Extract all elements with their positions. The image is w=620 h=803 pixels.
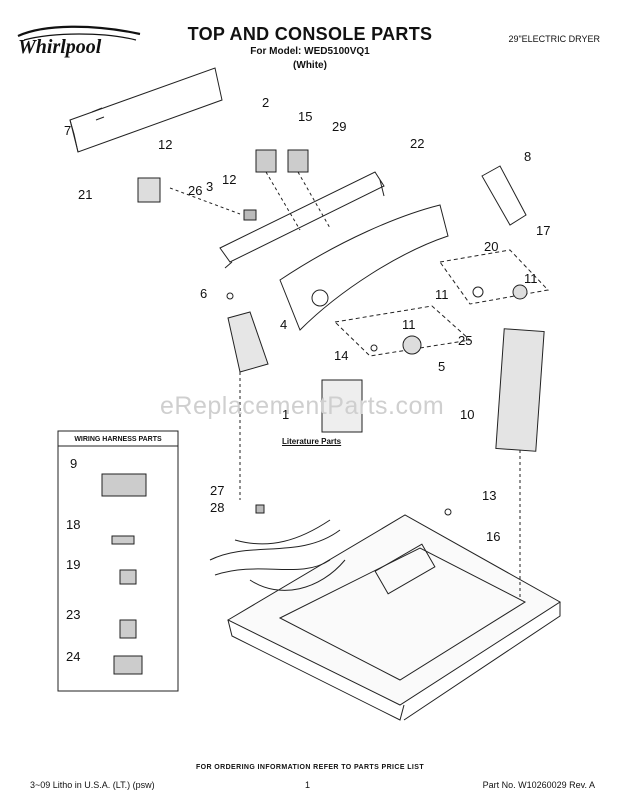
screw-part <box>91 107 105 121</box>
callout-17: 17 <box>536 223 551 238</box>
callout-10: 10 <box>460 407 475 422</box>
callout-18: 18 <box>66 517 81 532</box>
model-color: (White) <box>293 60 327 71</box>
page-title: TOP AND CONSOLE PARTS <box>187 24 433 44</box>
callout-23: 23 <box>66 607 81 622</box>
control-knob-part <box>255 149 277 173</box>
clip-part <box>243 209 257 221</box>
left-end-cap-part <box>227 311 269 373</box>
part-number: Part No. W10260029 Rev. A <box>482 780 595 790</box>
end-cap-part <box>481 165 527 226</box>
callout-24: 24 <box>66 649 81 664</box>
harness-connector-part <box>101 473 147 497</box>
callout-9: 9 <box>70 456 78 471</box>
wire-harness-part <box>209 519 346 591</box>
callout-21: 21 <box>78 187 93 202</box>
wiring-harness-box <box>57 430 179 692</box>
callout-22: 22 <box>410 136 425 151</box>
callout-12: 12 <box>158 137 173 152</box>
callout-26: 26 <box>188 183 203 198</box>
callout-1: 1 <box>282 407 290 422</box>
callout-3: 3 <box>206 179 214 194</box>
callout-4: 4 <box>280 317 288 332</box>
callout-11b: 11 <box>435 287 449 302</box>
connector-part <box>113 655 143 675</box>
watermark-text: eReplacementParts.com <box>160 392 445 420</box>
switch-part <box>137 177 161 203</box>
callout-27: 27 <box>210 483 225 498</box>
whirlpool-swirl-icon <box>17 25 141 41</box>
callout-29: 29 <box>332 119 347 134</box>
brand-name: Whirlpool <box>18 36 102 58</box>
callout-2: 2 <box>262 95 270 110</box>
callout-6: 6 <box>200 286 208 301</box>
callout-5: 5 <box>438 359 446 374</box>
callout-12b: 12 <box>222 172 237 187</box>
callout-25: 25 <box>458 333 473 348</box>
model-number: For Model: WED5100VQ1 <box>250 46 370 57</box>
callout-20: 20 <box>484 239 499 254</box>
timer-knob-part <box>311 289 329 307</box>
lint-screen-part <box>495 328 545 452</box>
product-type: 29"ELECTRIC DRYER <box>508 34 600 44</box>
control-knob-part <box>287 149 309 173</box>
callout-15: 15 <box>298 109 313 124</box>
callout-16: 16 <box>486 529 501 544</box>
rear-console-panel-part <box>69 67 223 153</box>
callout-14: 14 <box>334 348 349 363</box>
callout-11c: 11 <box>402 317 416 332</box>
wiring-harness-title: WIRING HARNESS PARTS <box>74 436 162 443</box>
literature-part <box>321 379 363 433</box>
callout-28: 28 <box>210 500 225 515</box>
callout-8: 8 <box>524 149 532 164</box>
control-bracket-part <box>219 171 385 263</box>
whirlpool-logo: Whirlpool <box>14 22 146 62</box>
connector-part <box>119 619 137 639</box>
terminal-part <box>111 535 135 545</box>
knob-part <box>402 335 422 355</box>
callout-11a: 11 <box>524 271 538 286</box>
callout-7: 7 <box>64 123 72 138</box>
console-part <box>279 204 449 331</box>
litho-info: 3~09 Litho in U.S.A. (LT.) (psw) <box>30 780 155 790</box>
ordering-note: FOR ORDERING INFORMATION REFER TO PARTS … <box>195 764 425 771</box>
callout-19: 19 <box>66 557 81 572</box>
page-number: 1 <box>305 780 311 790</box>
literature-parts-label: Literature Parts <box>282 437 342 446</box>
callout-13: 13 <box>482 488 497 503</box>
connector-part <box>119 569 137 585</box>
